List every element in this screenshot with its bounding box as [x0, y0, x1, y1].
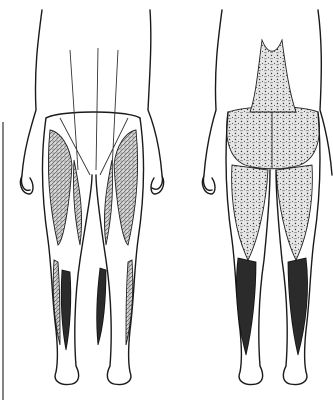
anterior-left-shin-muscle [61, 270, 71, 350]
anterior-right-inner-thigh [104, 160, 112, 245]
posterior-right-thigh-muscle [276, 165, 312, 260]
posterior-left-calf-muscle [236, 258, 256, 355]
posterior-left-thigh-muscle [232, 165, 268, 260]
anterior-right-shin-muscle [97, 268, 106, 345]
posterior-figure [202, 10, 332, 385]
anterior-figure [20, 10, 163, 385]
posterior-gluteal-region [227, 107, 320, 169]
posterior-lower-back [250, 40, 296, 112]
anterior-right-thigh-muscle [114, 130, 138, 245]
anterior-hip-outline [46, 112, 140, 118]
anterior-left-inner-thigh [73, 160, 81, 245]
anterior-left-thigh-muscle [48, 130, 72, 245]
